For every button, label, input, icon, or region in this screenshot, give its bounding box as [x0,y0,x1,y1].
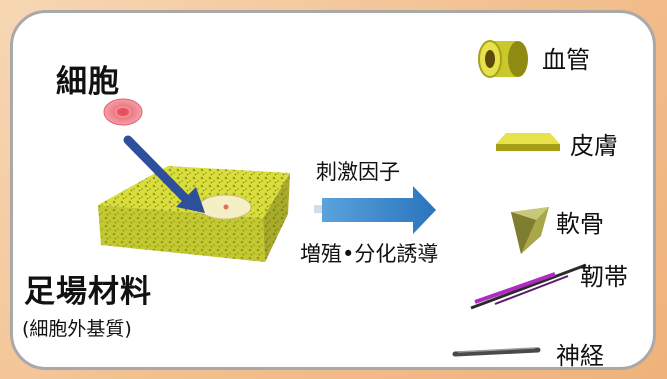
ligament-icon [470,263,587,310]
cell-icon [103,98,143,126]
diagram-panel [10,10,656,370]
skin-icon [496,133,560,151]
blood-vessel-icon [478,40,528,78]
scaffold-sublabel: (細胞外基質) [22,318,132,340]
tissue-label-blood-vessel: 血管 [542,46,590,74]
nerve-icon [452,347,541,357]
arrow-icon [314,186,436,234]
stimulus-label: 刺激因子 [316,160,400,184]
process-label: 増殖•分化誘導 [300,242,439,266]
seeding-arrow-icon [123,135,205,213]
tissue-label-ligament: 靭帯 [580,263,628,291]
cartilage-icon [511,207,549,254]
tissue-label-cartilage: 軟骨 [556,210,604,238]
scaffold-label: 足場材料 [24,274,152,310]
scaffold-sponge-icon [98,166,290,262]
cell-label: 細胞 [56,64,120,100]
tissue-label-nerve: 神経 [556,342,604,370]
tissue-label-skin: 皮膚 [570,132,618,160]
